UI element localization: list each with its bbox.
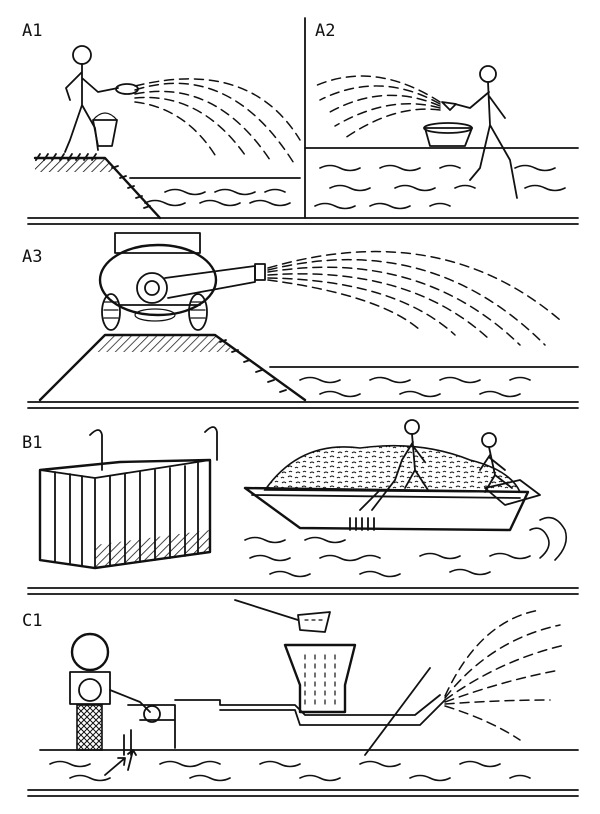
bucket-a1 <box>92 112 118 147</box>
baseline-c1 <box>27 789 579 797</box>
hopper-c1 <box>283 643 357 714</box>
panel-a2: A2 <box>304 21 579 210</box>
panel-a1: A1 <box>22 21 301 220</box>
pipe-support-c1 <box>364 667 431 756</box>
person-a2 <box>454 65 518 199</box>
scoop-c1 <box>234 599 331 633</box>
person-b1-right <box>479 432 513 493</box>
water-b1 <box>244 516 568 578</box>
baseline-b1 <box>27 587 579 595</box>
person-c1 <box>69 632 151 751</box>
panel-c1: C1 <box>22 599 579 797</box>
basin-a2 <box>423 122 473 147</box>
scoop-a2 <box>441 101 457 111</box>
panel-label-b1: B1 <box>22 433 42 453</box>
water-a1 <box>129 177 301 207</box>
water-a2 <box>304 147 579 210</box>
panel-label-a1: A1 <box>22 21 42 41</box>
person-a1 <box>64 45 119 153</box>
bank-a1 <box>33 153 162 220</box>
spray-c1 <box>444 609 566 741</box>
panel-label-a3: A3 <box>22 247 42 267</box>
boat-b1 <box>243 444 541 532</box>
panel-a3: A3 <box>22 232 579 409</box>
spreader-machine-a3 <box>98 232 266 331</box>
panel-label-a2: A2 <box>315 21 335 41</box>
water-c1 <box>39 749 579 782</box>
bank-a3 <box>38 333 307 402</box>
baseline-a1-a2 <box>27 217 579 225</box>
panel-label-c1: C1 <box>22 611 42 631</box>
spray-a3 <box>267 250 561 346</box>
pump-handle-c1 <box>143 705 161 723</box>
baseline-a3 <box>27 401 579 409</box>
pump-pipe-c1 <box>123 694 446 756</box>
spray-a1 <box>134 78 301 166</box>
panel-b1: B1 <box>22 419 579 595</box>
cage-basket-b1 <box>38 426 218 570</box>
spray-a2 <box>314 75 441 139</box>
person-b1-left <box>371 419 429 511</box>
water-a3 <box>269 366 579 398</box>
